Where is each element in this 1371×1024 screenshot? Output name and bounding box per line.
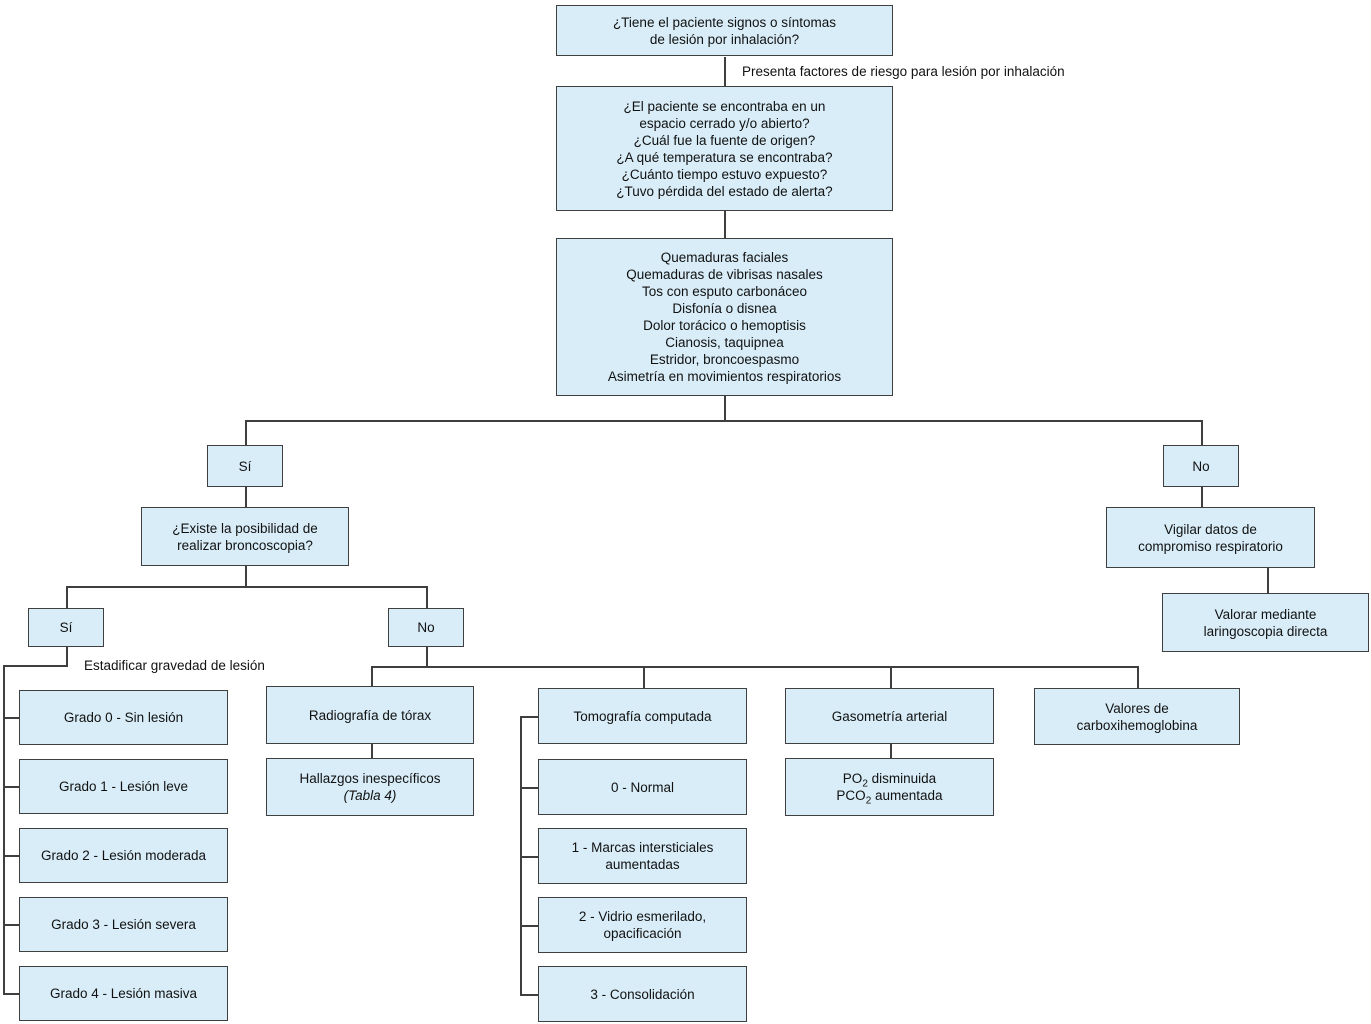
connector-line: [890, 666, 892, 689]
connector-line: [520, 716, 539, 718]
node-arterial-blood-gas: Gasometría arterial: [785, 688, 994, 744]
connector-label-risk-factors: Presenta factores de riesgo para lesión …: [742, 64, 1065, 79]
connector-line: [371, 666, 373, 687]
connector-line: [643, 666, 645, 689]
connector-line: [520, 787, 539, 789]
connector-line: [520, 856, 539, 858]
xray-findings-line1: Hallazgos inespecíficos: [299, 771, 441, 786]
xray-findings-table-ref: (Tabla 4): [343, 788, 397, 803]
connector-line: [245, 420, 1203, 422]
connector-line: [245, 420, 247, 445]
connector-line: [66, 647, 68, 666]
node-question-exposure-circumstances: ¿El paciente se encontraba en un espacio…: [556, 86, 893, 211]
node-no-bronchoscopy: No: [388, 608, 464, 647]
connector-line: [426, 647, 428, 667]
node-direct-laryngoscopy: Valorar mediante laringoscopia directa: [1162, 593, 1369, 652]
node-yes-bronchoscopy: Sí: [28, 608, 104, 647]
node-carboxyhemoglobin: Valores de carboxihemoglobina: [1034, 688, 1240, 745]
connector-line: [3, 665, 68, 667]
abg-pco2-subscript: 2: [865, 795, 872, 807]
node-yes-branch: Sí: [207, 445, 283, 487]
connector-line: [371, 744, 373, 759]
connector-line: [1137, 666, 1139, 689]
connector-line: [3, 924, 20, 926]
node-grade-3: Grado 3 - Lesión severa: [19, 897, 228, 952]
connector-line: [66, 586, 428, 588]
node-ct-grade-1: 1 - Marcas intersticiales aumentadas: [538, 828, 747, 884]
connector-line: [66, 586, 68, 608]
connector-line: [724, 396, 726, 420]
connector-line: [1201, 487, 1203, 508]
node-question-bronchoscopy: ¿Existe la posibilidad de realizar bronc…: [141, 507, 349, 566]
abg-pco2-status: aumentada: [871, 788, 943, 803]
node-grade-1: Grado 1 - Lesión leve: [19, 759, 228, 814]
abg-po2-label: PO: [842, 771, 863, 786]
node-question-inhalation-signs: ¿Tiene el paciente signos o síntomas de …: [556, 5, 893, 56]
abg-po2-status: disminuida: [867, 771, 937, 786]
node-chest-xray: Radiografía de tórax: [266, 686, 474, 744]
node-no-branch: No: [1163, 445, 1239, 487]
connector-line: [1267, 568, 1269, 594]
node-grade-4: Grado 4 - Lesión masiva: [19, 966, 228, 1021]
node-ct-grade-2: 2 - Vidrio esmerilado, opacificación: [538, 897, 747, 953]
connector-line: [724, 57, 726, 86]
node-grade-0: Grado 0 - Sin lesión: [19, 690, 228, 745]
node-xray-findings: Hallazgos inespecíficos (Tabla 4): [266, 758, 474, 816]
connector-line: [245, 566, 247, 586]
connector-line: [371, 666, 1139, 668]
connector-line: [520, 925, 539, 927]
connector-line: [724, 211, 726, 238]
connector-line: [3, 993, 20, 995]
abg-pco2-label: PCO: [836, 788, 866, 803]
xray-findings-text: Hallazgos inespecíficos (Tabla 4): [299, 770, 440, 804]
node-ct-grade-0: 0 - Normal: [538, 759, 747, 815]
connector-line: [890, 744, 892, 759]
connector-line: [3, 786, 20, 788]
node-ct-grade-3: 3 - Consolidación: [538, 966, 747, 1022]
node-ct-scan: Tomografía computada: [538, 688, 747, 744]
connector-line: [245, 487, 247, 507]
connector-line: [426, 586, 428, 608]
connector-line: [3, 855, 20, 857]
node-monitor-respiratory: Vigilar datos de compromiso respiratorio: [1106, 507, 1315, 568]
connector-line: [3, 665, 5, 995]
node-symptoms-list: Quemaduras faciales Quemaduras de vibris…: [556, 238, 893, 396]
abg-po2-subscript: 2: [862, 778, 868, 790]
connector-line: [1201, 420, 1203, 445]
connector-line: [520, 994, 539, 996]
node-grade-2: Grado 2 - Lesión moderada: [19, 828, 228, 883]
connector-label-staging: Estadificar gravedad de lesión: [84, 658, 265, 673]
connector-line: [3, 717, 20, 719]
